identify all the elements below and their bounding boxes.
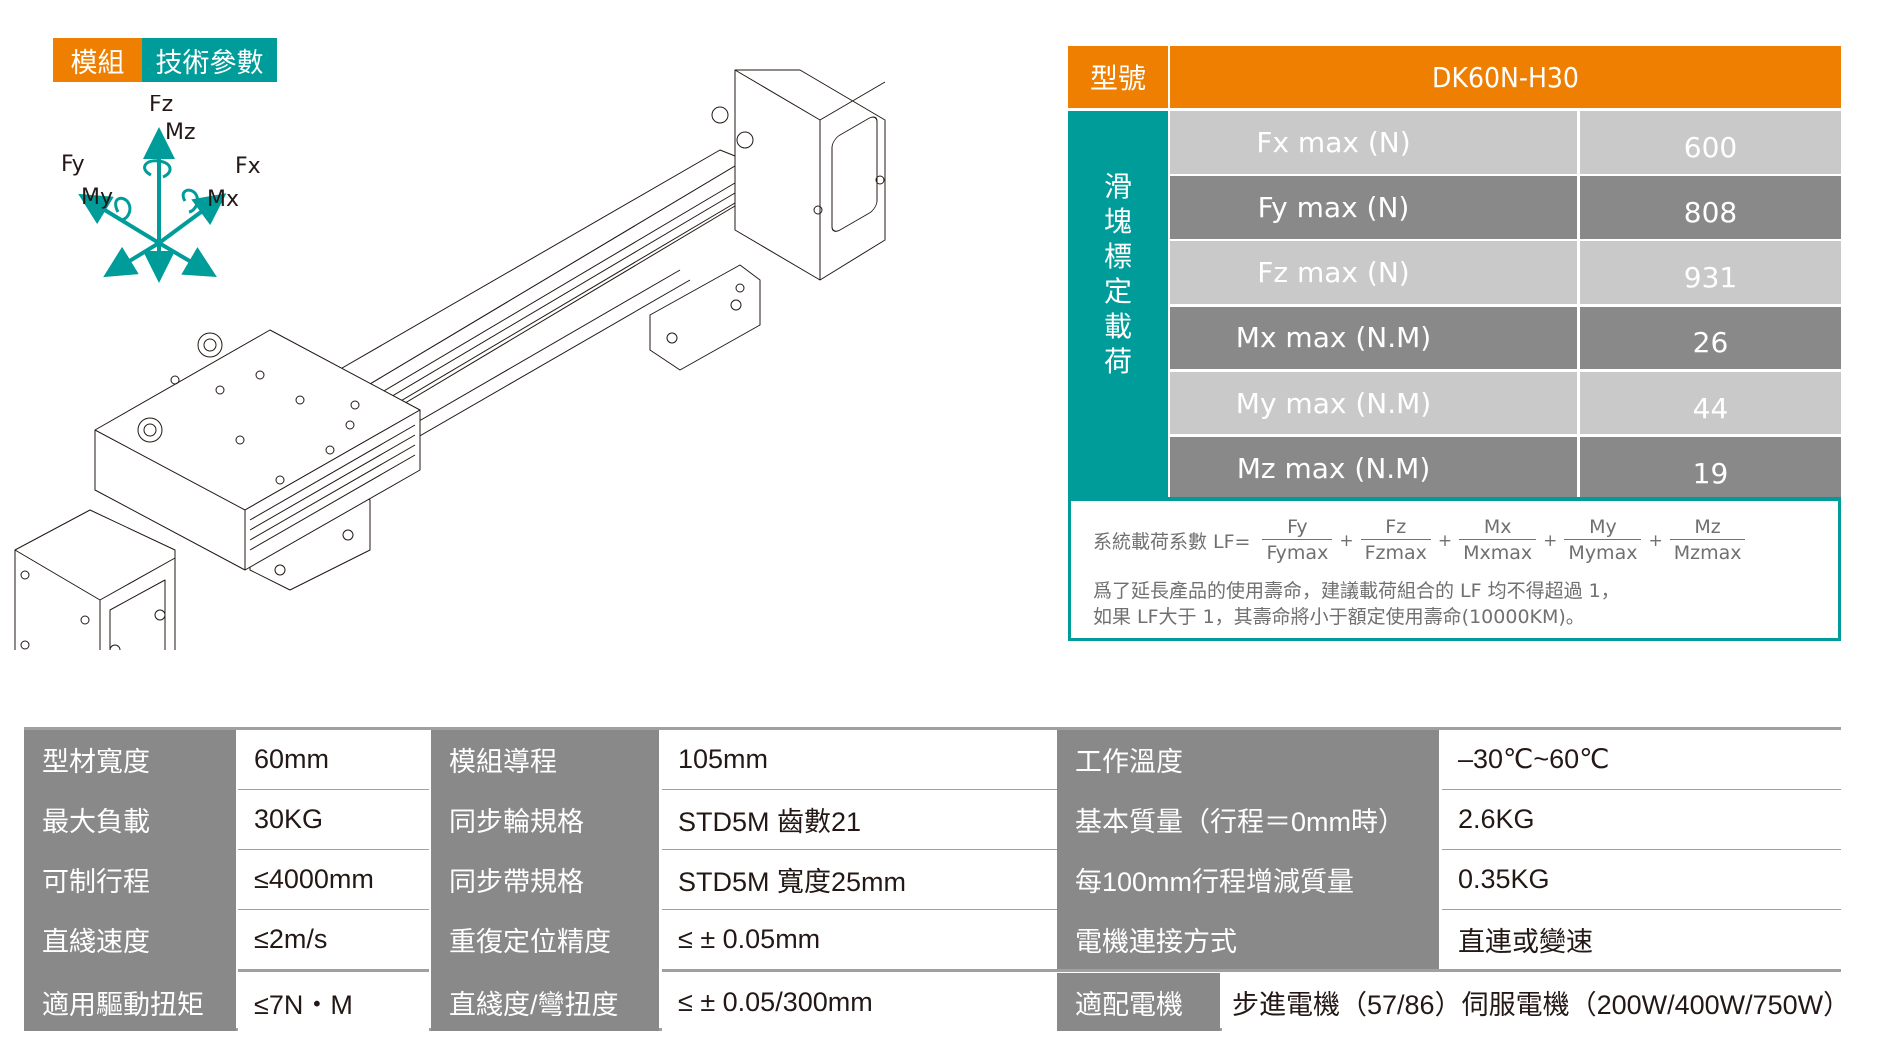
- spec-row: 可制行程 ≤4000mm 同步帶規格 STD5M 寬度25mm 每100mm行程…: [24, 850, 1841, 912]
- load-table-header: 型號 DK60N-H30: [1068, 46, 1841, 108]
- spec-label: 同步帶規格: [431, 850, 659, 908]
- model-value: DK60N-H30: [1170, 46, 1841, 108]
- load-value: 19: [1580, 436, 1841, 500]
- side-char: 標: [1103, 240, 1132, 273]
- formula-note-line2: 如果 LF大于 1，其壽命將小于額定使用壽命(10000KM)。: [1093, 606, 1585, 628]
- spec-value: 105mm: [662, 730, 1057, 788]
- load-name: Fz max (N): [1170, 241, 1577, 304]
- side-char: 定: [1103, 275, 1132, 308]
- spec-value: 60mm: [238, 730, 429, 788]
- force-moment-axis-diagram: Fz Mz Fy Fx My Mx: [55, 92, 275, 285]
- spec-value: 0.35KG: [1442, 850, 1841, 908]
- spec-label: 工作溫度: [1057, 730, 1439, 788]
- title-part-module: 模組: [53, 38, 142, 82]
- spec-label: 模組導程: [431, 730, 659, 788]
- label-fx: Fx: [235, 154, 261, 179]
- module-spec-table: 型材寬度 60mm 模組導程 105mm 工作溫度 –30℃~60℃ 最大負載 …: [24, 727, 1882, 1033]
- spec-label: 直綫度/彎扭度: [431, 973, 659, 1031]
- spec-label: 最大負載: [24, 790, 236, 848]
- load-value: 600: [1580, 111, 1841, 174]
- spec-value: ≤4000mm: [238, 850, 429, 908]
- spec-value: ≤7N・M: [238, 973, 429, 1031]
- label-fz: Fz: [149, 95, 173, 117]
- plus-sign: +: [1437, 530, 1453, 551]
- spec-label: 每100mm行程增減質量: [1057, 850, 1439, 908]
- label-fy: Fy: [61, 152, 85, 177]
- load-value: 26: [1580, 306, 1841, 370]
- load-row-fy: Fy max (N) 808: [1170, 176, 1841, 239]
- load-value: 808: [1580, 176, 1841, 239]
- formula-note-line1: 爲了延長產品的使用壽命，建議載荷組合的 LF 均不得超過 1，: [1093, 580, 1620, 602]
- load-row-my: My max (N.M) 44: [1170, 371, 1841, 435]
- side-char: 塊: [1103, 205, 1132, 238]
- load-row-fz: Fz max (N) 931: [1170, 241, 1841, 304]
- spec-row: 直綫速度 ≤2m/s 重復定位精度 ≤ ± 0.05mm 電機連接方式 直連或變…: [24, 910, 1841, 972]
- spec-value: ≤2m/s: [238, 910, 429, 968]
- load-row-mz: Mz max (N.M) 19: [1170, 436, 1841, 500]
- side-char: 荷: [1103, 345, 1132, 378]
- load-name: Mx max (N.M): [1170, 306, 1577, 370]
- spec-value: 2.6KG: [1442, 790, 1841, 848]
- label-mz: Mz: [165, 120, 196, 145]
- spec-label: 適用驅動扭矩: [24, 973, 236, 1031]
- load-row-mx: Mx max (N.M) 26: [1170, 306, 1841, 370]
- plus-sign: +: [1339, 530, 1354, 551]
- spec-value: 30KG: [238, 790, 429, 848]
- load-name: My max (N.M): [1170, 371, 1577, 435]
- section-title-badge: 模組 技術參數: [53, 38, 277, 82]
- spec-label: 重復定位精度: [431, 910, 659, 968]
- spec-label: 基本質量（行程＝0mm時）: [1057, 790, 1439, 848]
- spec-value: STD5M 齒數21: [662, 790, 1057, 848]
- spec-value: ≤ ± 0.05/300mm: [662, 973, 1057, 1031]
- load-name: Fx max (N): [1170, 111, 1577, 174]
- label-my: My: [81, 185, 113, 210]
- label-mx: Mx: [207, 187, 239, 212]
- load-name: Fy max (N): [1170, 176, 1577, 239]
- spec-label: 適配電機: [1057, 973, 1220, 1031]
- model-label: 型號: [1068, 46, 1168, 108]
- spec-label: 型材寬度: [24, 730, 236, 788]
- slider-rated-load-label: 滑 塊 標 定 載 荷: [1068, 111, 1168, 497]
- plus-sign: +: [1648, 530, 1663, 551]
- spec-label: 直綫速度: [24, 910, 236, 968]
- side-char: 載: [1103, 310, 1132, 343]
- title-part-tech-params: 技術參數: [142, 38, 277, 82]
- spec-label: 可制行程: [24, 850, 236, 908]
- spec-value: STD5M 寬度25mm: [662, 850, 1057, 908]
- load-name: Mz max (N.M): [1170, 436, 1577, 500]
- spec-value: –30℃~60℃: [1442, 730, 1841, 788]
- plus-sign: +: [1543, 530, 1558, 551]
- formula-label: 系統載荷系數 LF=: [1093, 531, 1251, 553]
- load-row-fx: Fx max (N) 600: [1170, 111, 1841, 174]
- load-value: 931: [1580, 241, 1841, 304]
- spec-row: 最大負載 30KG 同步輪規格 STD5M 齒數21 基本質量（行程＝0mm時）…: [24, 790, 1841, 852]
- load-value: 44: [1580, 371, 1841, 435]
- spec-value: ≤ ± 0.05mm: [662, 910, 1057, 968]
- spec-row: 型材寬度 60mm 模組導程 105mm 工作溫度 –30℃~60℃: [24, 730, 1841, 792]
- spec-row: 適用驅動扭矩 ≤7N・M 直綫度/彎扭度 ≤ ± 0.05/300mm 適配電機…: [24, 973, 1882, 1033]
- spec-value: 步進電機（57/86）伺服電機（200W/400W/750W）: [1222, 973, 1882, 1031]
- rated-load-table: 型號 DK60N-H30 滑 塊 標 定 載 荷 Fx max (N) 600 …: [1068, 46, 1841, 641]
- side-char: 滑: [1103, 170, 1132, 203]
- spec-label: 電機連接方式: [1057, 910, 1439, 968]
- spec-value: 直連或變速: [1442, 910, 1841, 968]
- spec-label: 同步輪規格: [431, 790, 659, 848]
